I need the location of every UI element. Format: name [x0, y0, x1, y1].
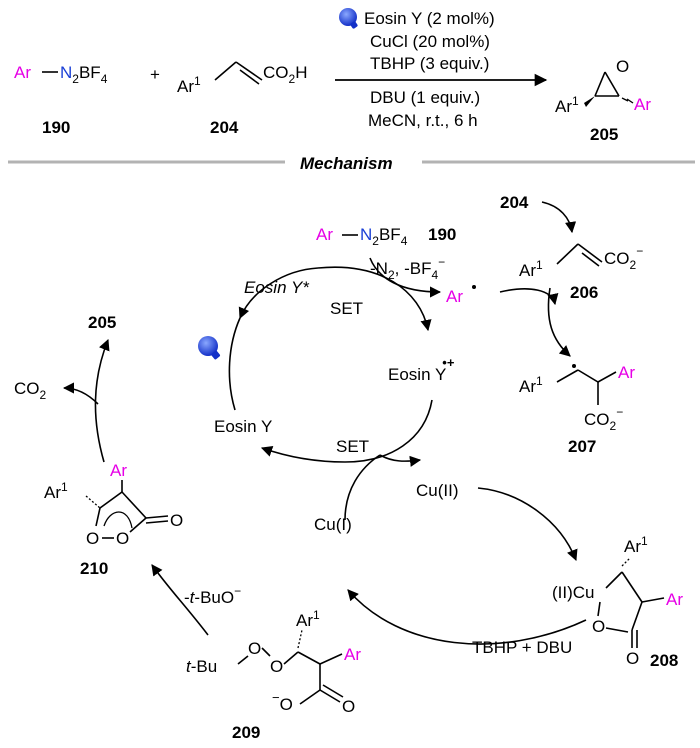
eosin-ground: Eosin Y: [214, 417, 272, 436]
svg-text:N2BF4: N2BF4: [60, 63, 108, 86]
loss-label: -N2, -BF4−: [370, 255, 445, 282]
epoxide-oxygen: O: [616, 57, 629, 76]
label-210: 210: [80, 559, 108, 578]
svg-text:Ar: Ar: [110, 461, 127, 480]
svg-text:CO2−: CO2−: [584, 405, 623, 433]
label-207: 207: [568, 437, 596, 456]
acid-204: Ar1: [177, 74, 201, 96]
svg-text:−O: −O: [272, 690, 293, 714]
plus-sign: +: [150, 65, 160, 84]
peroxide-209: t-Bu: [186, 657, 217, 676]
svg-text:O: O: [626, 649, 639, 668]
cupracycle-208: (II)Cu: [552, 583, 595, 602]
svg-text:O: O: [248, 639, 261, 658]
svg-text:O: O: [342, 697, 355, 716]
svg-text:O: O: [86, 529, 99, 548]
condition-line: Eosin Y (2 mol%): [364, 9, 495, 28]
label-190: 190: [428, 225, 456, 244]
set-label: SET: [330, 299, 363, 318]
svg-text:CO2−: CO2−: [604, 244, 643, 272]
carbon-dioxide: CO2: [14, 379, 47, 402]
label-204: 204: [210, 118, 239, 137]
diazonium-190: Ar: [316, 225, 333, 244]
dioxetane-210: Ar1: [44, 480, 68, 502]
svg-text:Ar1: Ar1: [296, 608, 320, 630]
svg-text:Ar: Ar: [634, 95, 651, 114]
radical-207: Ar1: [519, 374, 543, 396]
aryl-radical: Ar: [446, 287, 463, 306]
label-205: 205: [590, 125, 618, 144]
svg-text:CO2H: CO2H: [263, 63, 307, 86]
svg-text:N2BF4: N2BF4: [360, 225, 408, 248]
mechanism: Eosin Y* SET Eosin Y•+ Eosin Y SET Cu(II…: [14, 193, 683, 742]
reagents-label: TBHP + DBU: [472, 638, 572, 657]
svg-text:Ar: Ar: [666, 590, 683, 609]
label-208: 208: [650, 651, 678, 670]
label-206: 206: [570, 283, 598, 302]
mechanism-title: Mechanism: [300, 154, 393, 173]
svg-text:Ar: Ar: [618, 363, 635, 382]
copper-i: Cu(I): [314, 515, 352, 534]
svg-text:Ar: Ar: [344, 645, 361, 664]
svg-text:O: O: [170, 511, 183, 530]
eosin-radical-cation: Eosin Y•+: [388, 355, 455, 384]
label-204: 204: [500, 193, 529, 212]
svg-text:O: O: [116, 529, 129, 548]
svg-text:Ar1: Ar1: [555, 94, 579, 116]
carboxylate-206: Ar1: [519, 258, 543, 280]
tert-butoxide-loss: -t-BuO−: [184, 584, 241, 607]
label-209: 209: [232, 723, 260, 742]
light-bulb-icon: [198, 336, 221, 360]
svg-text:Ar1: Ar1: [624, 534, 648, 556]
reagent-190: Ar: [14, 63, 31, 82]
set-label: SET: [336, 437, 369, 456]
copper-ii: Cu(II): [416, 481, 459, 500]
eosin-excited: Eosin Y*: [244, 278, 310, 297]
svg-text:O: O: [592, 617, 605, 636]
condition-line: DBU (1 equiv.): [370, 88, 480, 107]
svg-text:O: O: [270, 657, 283, 676]
label-205: 205: [88, 313, 116, 332]
condition-line: CuCl (20 mol%): [370, 32, 490, 51]
label-190: 190: [42, 118, 70, 137]
condition-line: MeCN, r.t., 6 h: [368, 111, 478, 130]
light-bulb-icon: [339, 8, 358, 29]
condition-line: TBHP (3 equiv.): [370, 54, 489, 73]
reaction-equation: Ar N2BF4 190 + Ar1 CO2H 204 Eosin Y (2 m…: [14, 8, 651, 144]
